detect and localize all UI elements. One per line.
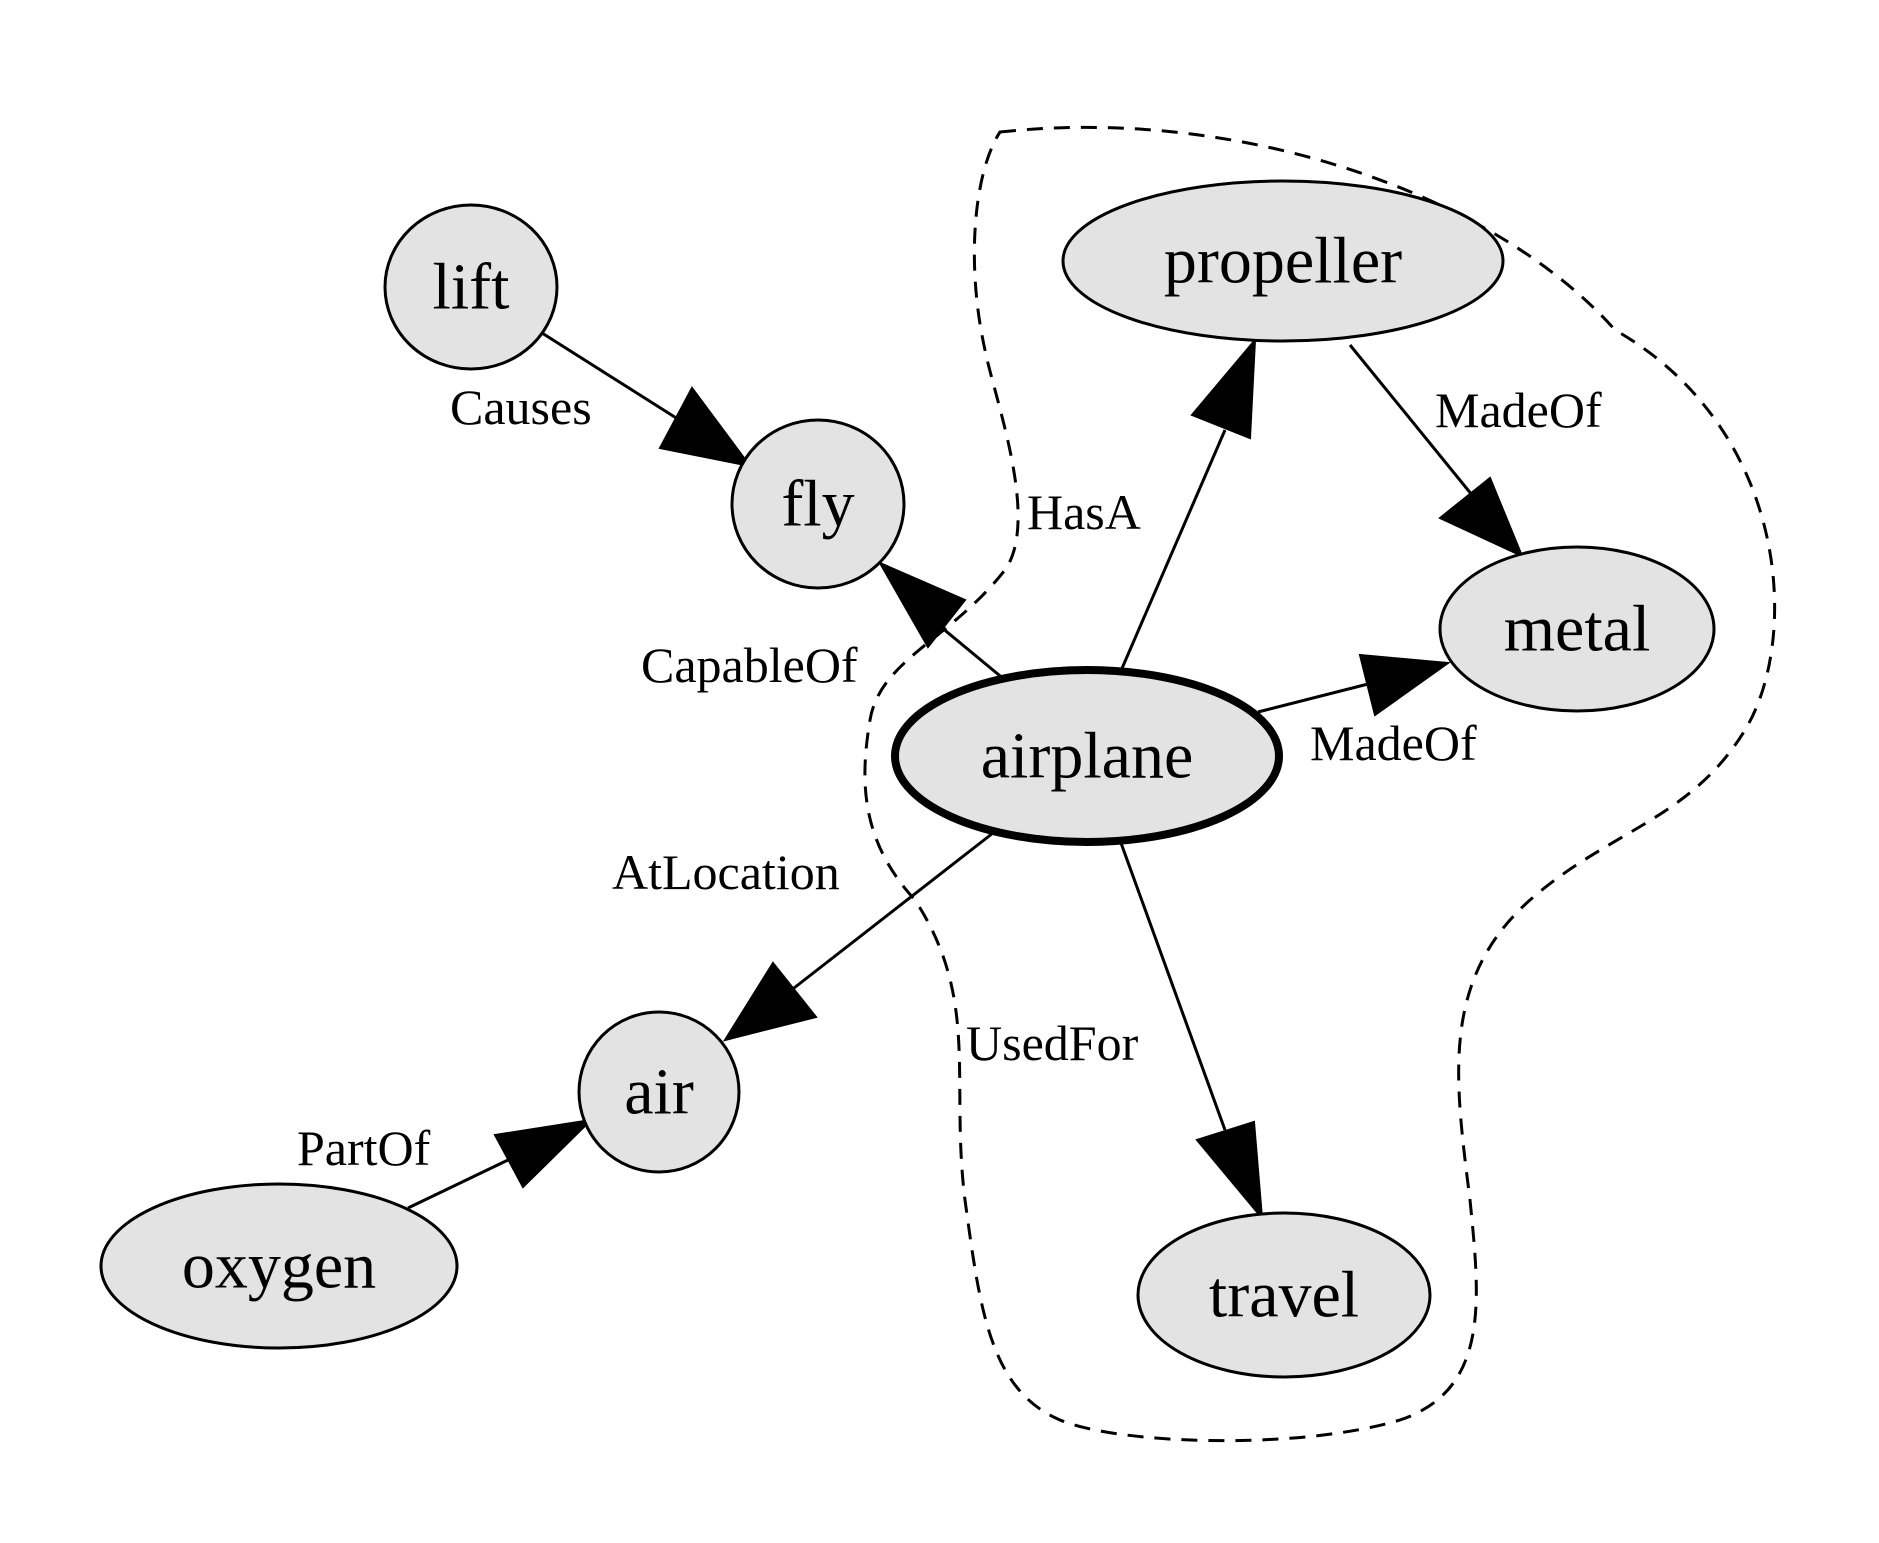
cluster-outline — [863, 125, 1777, 1443]
arrowhead — [877, 560, 967, 649]
edge-airplane-travel: UsedFor — [966, 842, 1264, 1222]
node-label: air — [624, 1056, 694, 1129]
node-shape — [1438, 545, 1716, 713]
edge-label: MadeOf — [1435, 382, 1602, 438]
arrowhead — [1438, 476, 1524, 558]
edge-propeller-metal: MadeOf — [1348, 344, 1602, 558]
node-shape — [891, 666, 1283, 846]
node-shape — [99, 1182, 459, 1350]
node-label: airplane — [981, 720, 1194, 793]
arrowhead — [1195, 1120, 1264, 1222]
node-metal: metal — [1438, 545, 1716, 713]
edge-airplane-propeller: HasA — [1027, 337, 1257, 674]
node-airplane: airplane — [891, 666, 1283, 846]
node-label: propeller — [1164, 225, 1402, 298]
edge-label: MadeOf — [1310, 715, 1477, 771]
node-label: fly — [781, 468, 854, 541]
edge-line — [793, 831, 994, 990]
edge-label: HasA — [1027, 484, 1141, 540]
node-shape — [1061, 179, 1505, 343]
arrowhead — [493, 1118, 594, 1189]
arrowhead — [1190, 337, 1257, 440]
edge-line — [1118, 429, 1227, 674]
node-label: oxygen — [182, 1230, 376, 1303]
node-shape — [383, 203, 559, 371]
node-travel: travel — [1136, 1211, 1432, 1379]
edge-line — [407, 1158, 509, 1210]
edge-airplane-fly: CapableOf — [641, 560, 1006, 693]
arrowhead — [658, 386, 753, 468]
node-shape — [577, 1010, 741, 1174]
node-shape — [1136, 1211, 1432, 1379]
node-label: metal — [1504, 593, 1651, 666]
node-propeller: propeller — [1061, 179, 1505, 343]
node-shape — [730, 418, 906, 590]
edge-oxygen-air: PartOf — [297, 1118, 594, 1210]
edge-airplane-air: AtLocation — [612, 831, 994, 1042]
edge-line — [541, 331, 693, 430]
edge-label: PartOf — [297, 1120, 431, 1176]
node-label: lift — [433, 251, 510, 324]
node-fly: fly — [730, 418, 906, 590]
node-air: air — [577, 1010, 741, 1174]
edge-label: AtLocation — [612, 844, 840, 900]
edge-lift-fly: Causes — [450, 331, 753, 468]
edge-line — [1257, 681, 1373, 714]
arrowhead — [1358, 653, 1451, 717]
edge-label: UsedFor — [966, 1015, 1139, 1071]
node-oxygen: oxygen — [99, 1182, 459, 1350]
edge-line — [1119, 842, 1227, 1131]
arrowhead — [722, 961, 818, 1042]
edge-label: Causes — [450, 379, 592, 435]
edge-line — [1348, 344, 1474, 496]
node-lift: lift — [383, 203, 559, 371]
edge-label: CapableOf — [641, 637, 858, 693]
node-label: travel — [1209, 1259, 1359, 1332]
edge-airplane-metal: MadeOf — [1257, 653, 1477, 771]
